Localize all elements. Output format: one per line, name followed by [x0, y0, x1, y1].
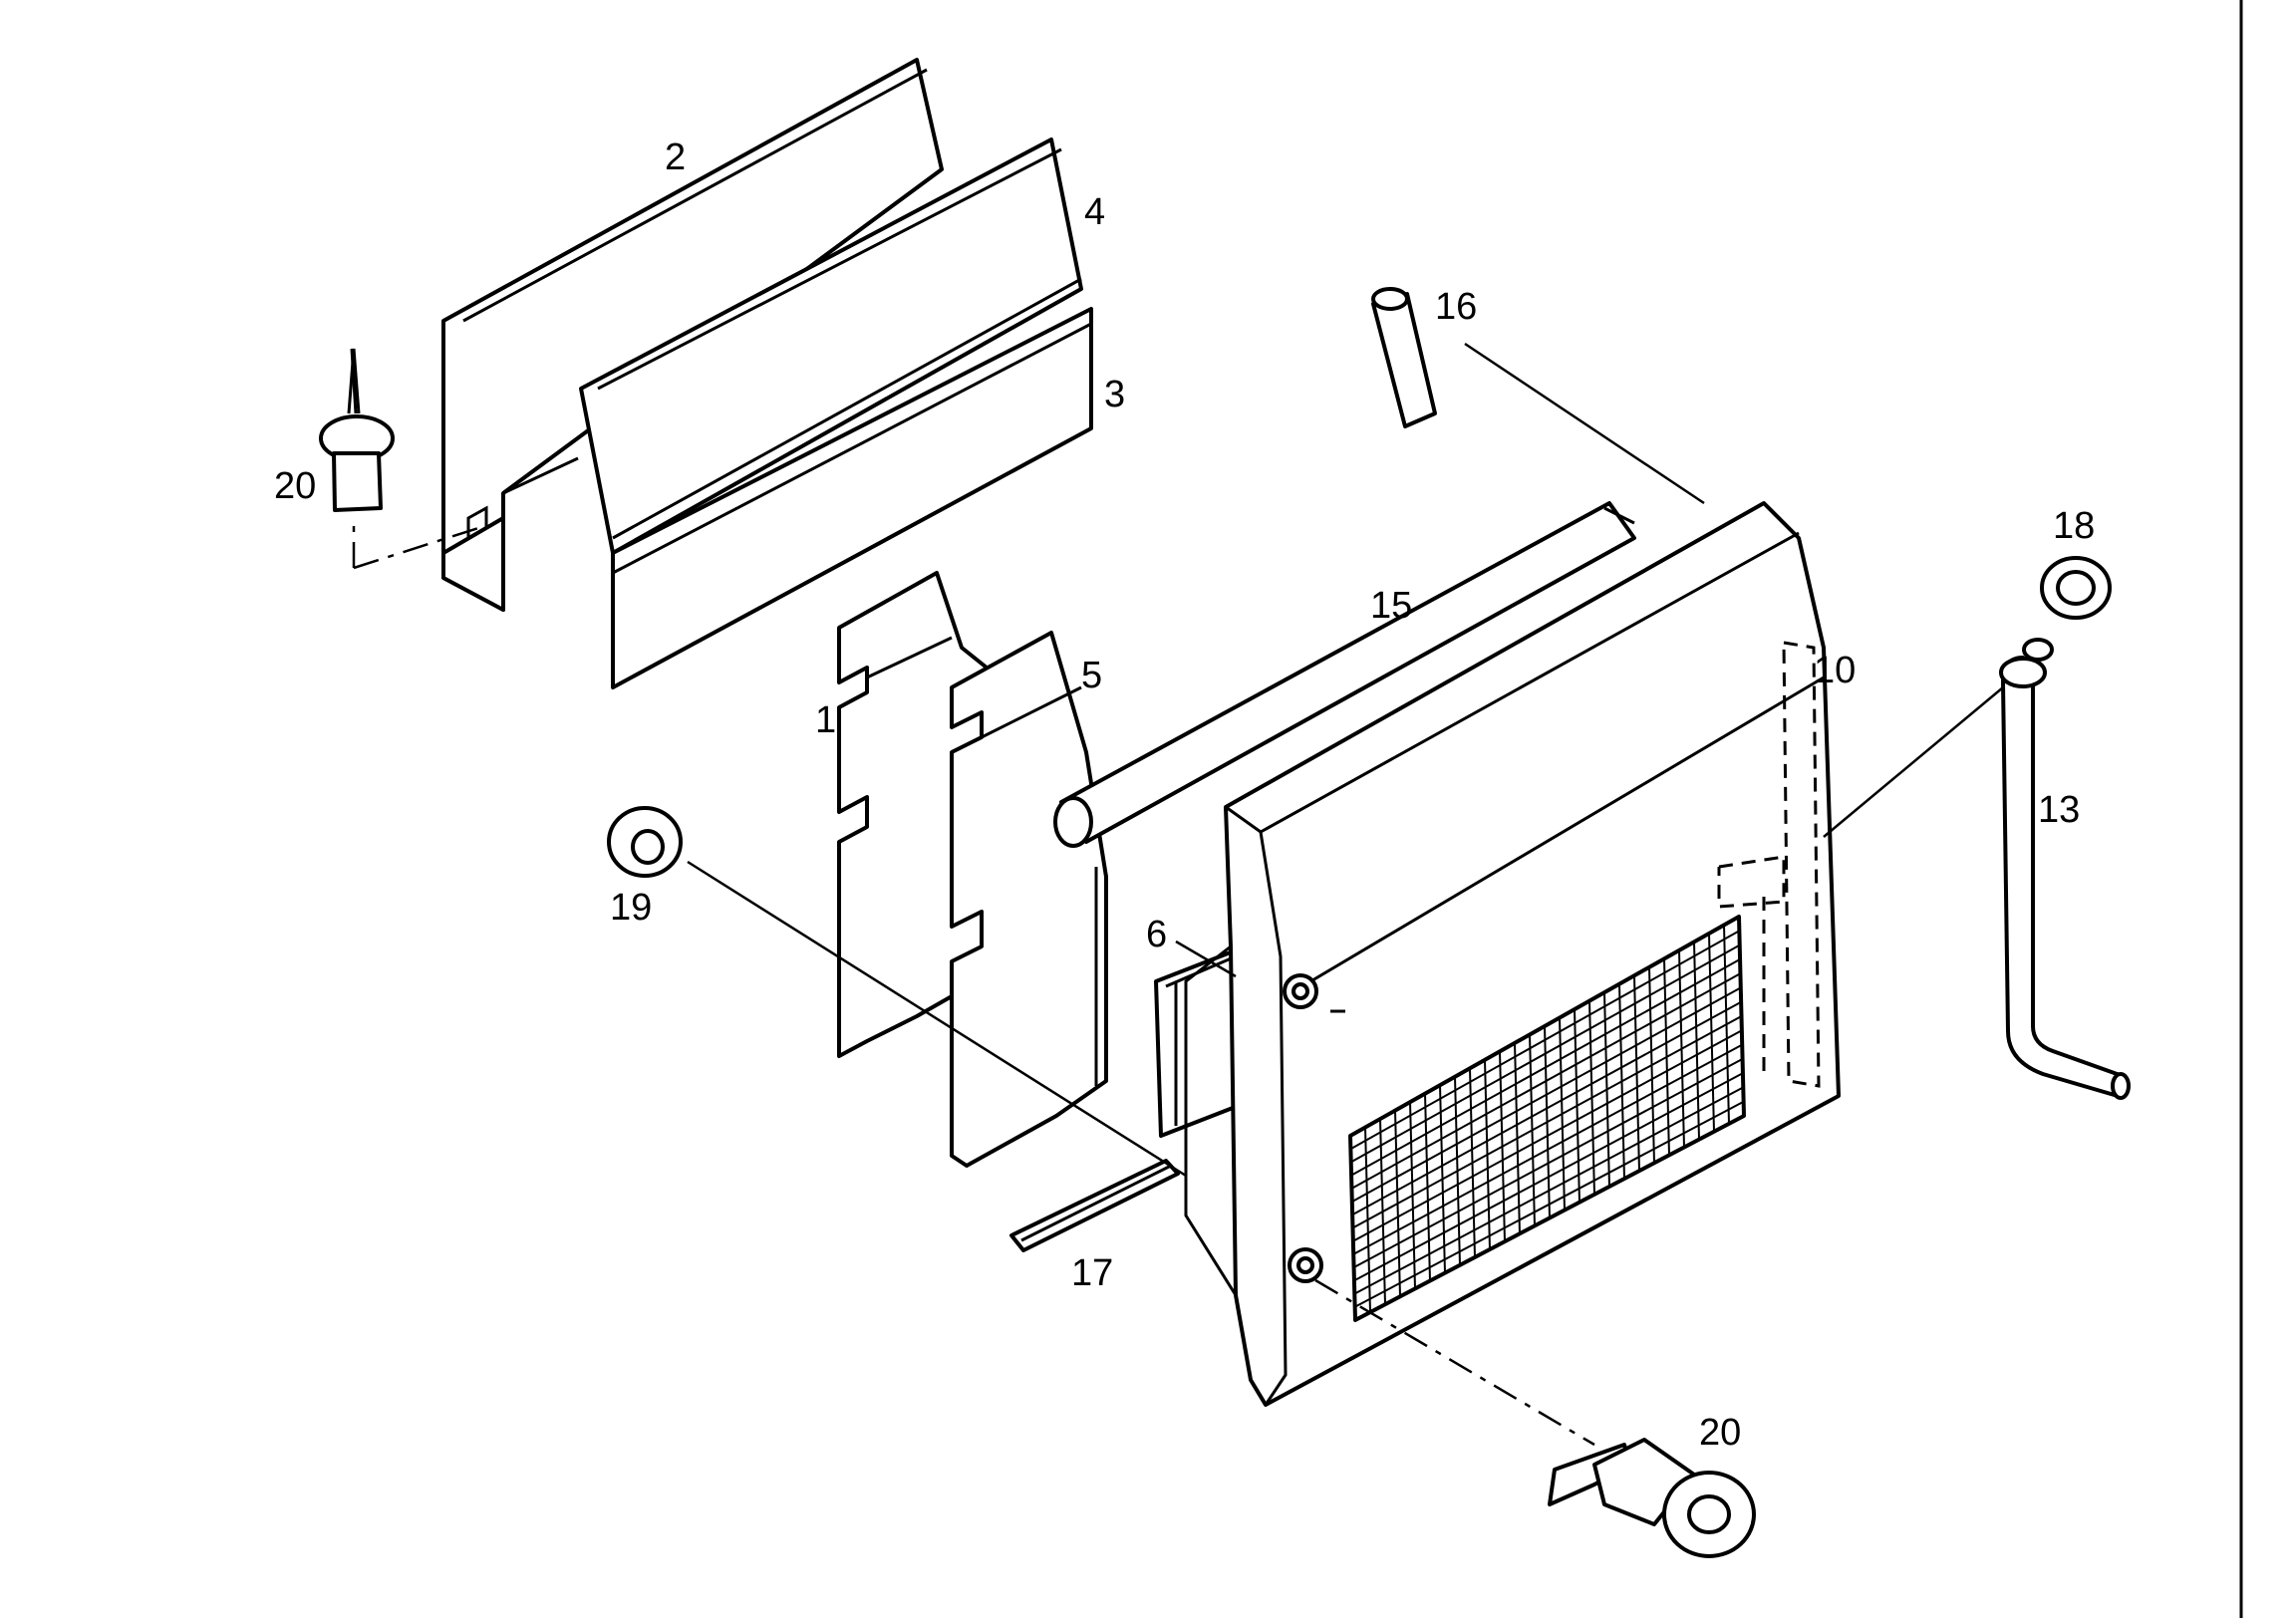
part-20-latch [1548, 1438, 1756, 1558]
label-part-10: 10 [1814, 650, 1856, 691]
part-18-grommet [2040, 556, 2112, 620]
label-part-6: 6 [1146, 914, 1167, 955]
label-part-20-bottom: 20 [1699, 1412, 1741, 1454]
part-labels: 2 4 3 16 20 15 18 10 5 1 13 19 6 17 20 [274, 136, 2095, 1454]
label-part-20-left: 20 [274, 465, 316, 507]
part-20-pin-fastener [319, 348, 395, 512]
part-15-tube [1053, 501, 1636, 848]
label-part-18: 18 [2053, 505, 2095, 547]
part-16-short-tube [1371, 287, 1437, 428]
label-part-4: 4 [1084, 191, 1105, 233]
label-part-16: 16 [1435, 286, 1477, 328]
label-part-5: 5 [1081, 655, 1102, 696]
part-13-bent-pipe [1999, 638, 2131, 1100]
part-17-bottom-rod [1009, 1159, 1180, 1252]
grille-mesh [1349, 925, 1745, 1313]
label-part-2: 2 [665, 136, 686, 178]
label-part-3: 3 [1104, 374, 1125, 415]
part-3-lower-strip [611, 307, 1093, 689]
label-part-15: 15 [1370, 585, 1412, 627]
part-4-inclined-plate [579, 137, 1083, 555]
label-part-19: 19 [610, 887, 652, 929]
label-part-13: 13 [2038, 789, 2080, 831]
part-10-front-panel [1184, 501, 1841, 1407]
part-5-notched-panel [950, 631, 1108, 1168]
label-part-1: 1 [815, 699, 836, 741]
label-part-17: 17 [1071, 1252, 1113, 1294]
part-19-washer [607, 806, 683, 878]
assembly-lines [352, 342, 2004, 1447]
